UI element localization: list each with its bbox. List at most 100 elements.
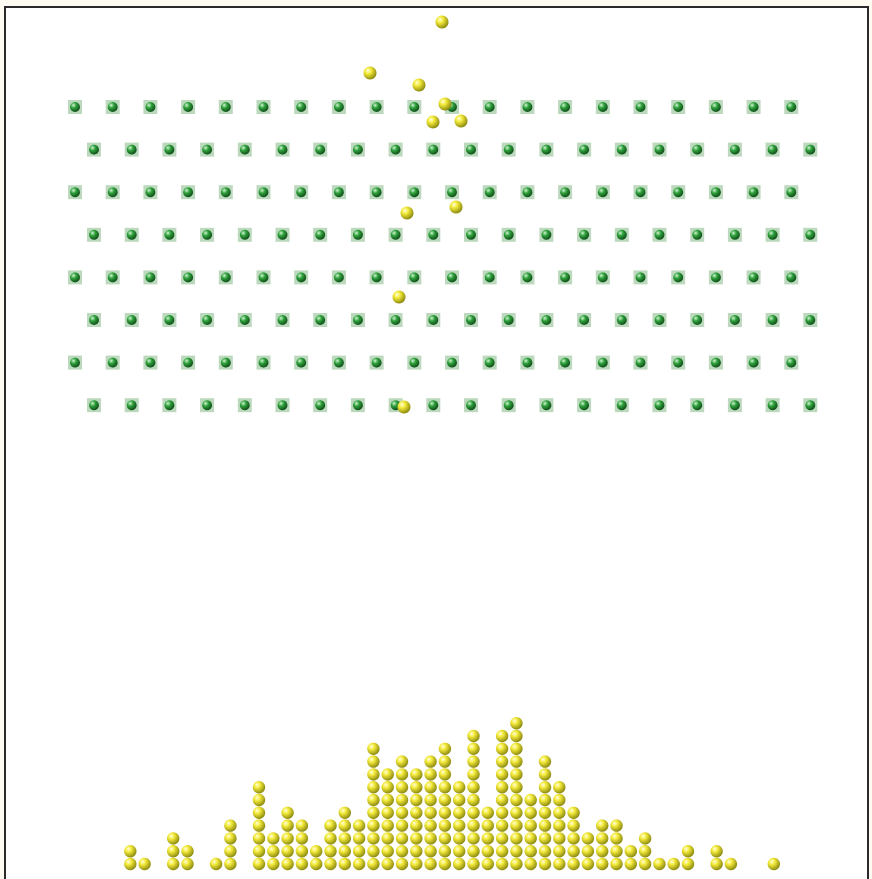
peg [426,228,440,242]
ball [398,401,411,414]
peg [784,270,798,284]
ball [553,845,565,857]
ball [410,768,422,780]
peg [558,356,572,370]
peg [200,143,214,157]
ball [455,115,468,128]
ball [382,819,394,831]
ball [439,845,451,857]
peg [766,143,780,157]
peg [106,356,120,370]
peg [294,356,308,370]
peg [143,100,157,114]
ball [510,743,522,755]
ball [510,845,522,857]
ball [367,743,379,755]
peg [125,143,139,157]
peg [332,100,346,114]
peg [87,143,101,157]
ball [453,832,465,844]
ball [401,207,414,220]
ball [482,845,494,857]
peg [407,270,421,284]
ball [482,807,494,819]
ball [424,819,436,831]
peg [803,228,817,242]
ball [310,845,322,857]
peg [671,185,685,199]
peg [238,143,252,157]
ball [138,858,150,870]
peg [294,270,308,284]
peg [502,228,516,242]
ball [510,781,522,793]
peg [766,398,780,412]
ball [453,781,465,793]
peg [389,228,403,242]
peg [426,143,440,157]
peg [464,143,478,157]
ball [496,781,508,793]
peg [558,100,572,114]
ball [467,743,479,755]
peg [370,270,384,284]
peg [294,100,308,114]
peg [68,356,82,370]
peg [577,398,591,412]
peg [219,100,233,114]
ball [510,768,522,780]
peg [351,313,365,327]
ball [539,845,551,857]
peg [728,398,742,412]
peg [257,185,271,199]
ball [167,845,179,857]
peg [389,143,403,157]
ball [367,819,379,831]
peg [200,313,214,327]
peg [520,185,534,199]
peg [106,185,120,199]
peg [238,228,252,242]
peg [445,356,459,370]
ball [367,832,379,844]
ball [124,845,136,857]
ball [625,858,637,870]
peg [276,398,290,412]
peg [313,398,327,412]
ball [510,832,522,844]
peg [596,185,610,199]
ball [324,845,336,857]
peg [445,270,459,284]
ball [324,819,336,831]
ball [281,819,293,831]
peg [276,143,290,157]
ball [496,743,508,755]
ball [296,845,308,857]
peg [238,313,252,327]
peg [106,100,120,114]
ball [393,291,406,304]
ball [539,794,551,806]
peg [653,313,667,327]
peg [200,398,214,412]
ball [710,858,722,870]
ball [467,858,479,870]
ball [482,832,494,844]
peg [558,185,572,199]
ball [553,832,565,844]
peg [257,356,271,370]
ball [424,781,436,793]
peg [162,143,176,157]
ball [224,832,236,844]
ball [296,858,308,870]
peg [125,313,139,327]
peg [596,100,610,114]
ball [467,819,479,831]
peg [803,143,817,157]
peg [389,313,403,327]
ball [367,794,379,806]
ball [496,807,508,819]
ball [610,845,622,857]
ball [439,98,452,111]
